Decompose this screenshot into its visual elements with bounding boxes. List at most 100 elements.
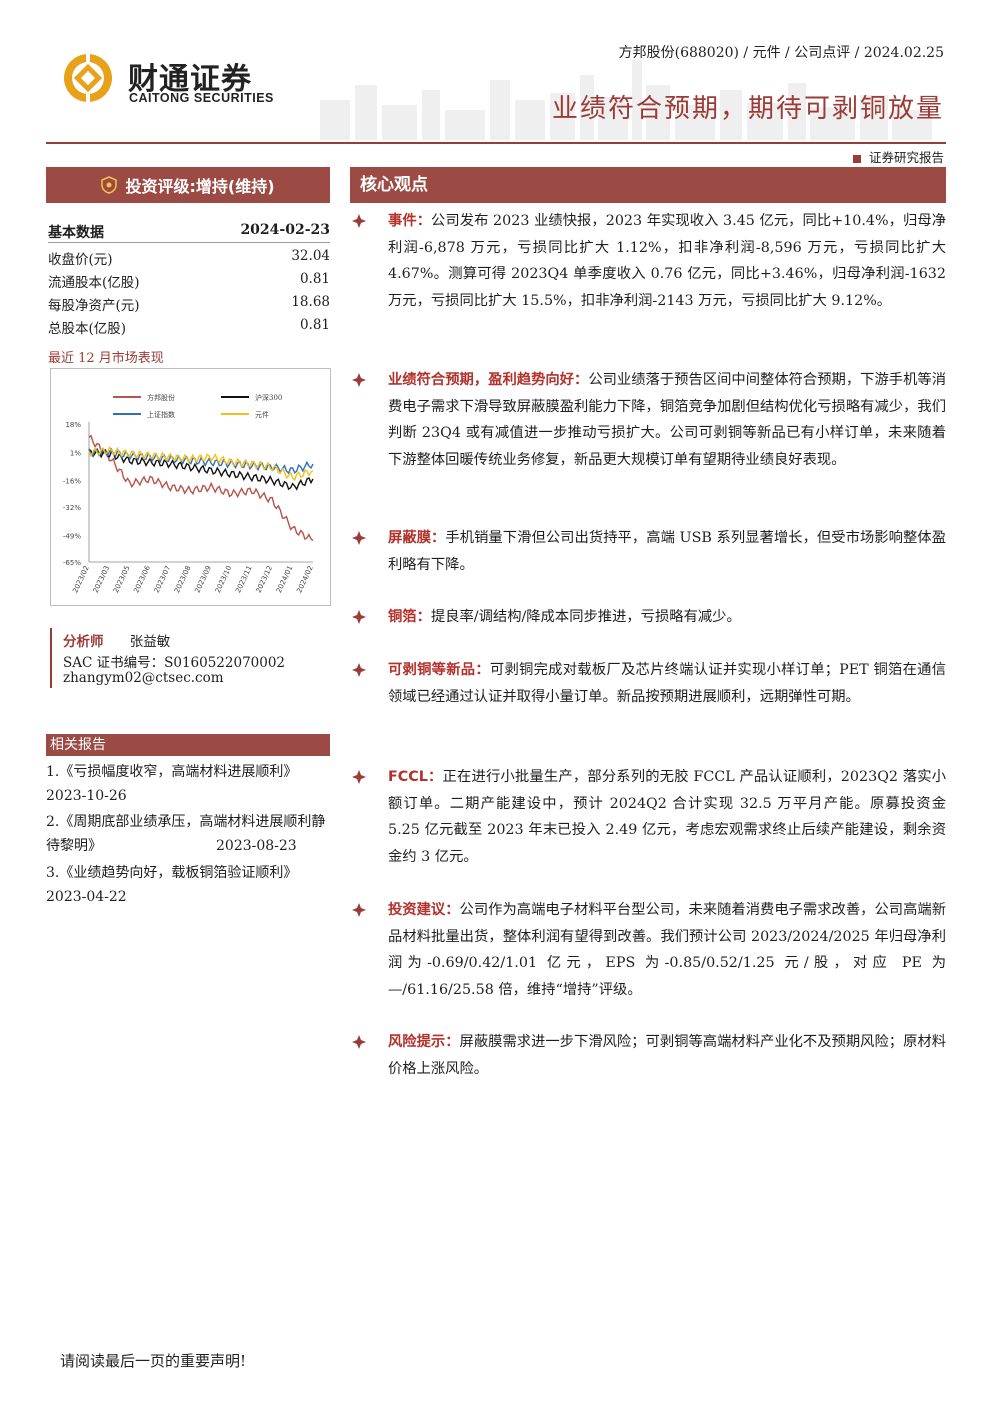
x-tick-label: 2023/12 bbox=[255, 564, 275, 594]
analyst-name-line: 分析师 张益敏 bbox=[63, 630, 170, 650]
related-report-date: 2023-08-23 bbox=[216, 838, 297, 854]
analyst-email[interactable]: zhangym02@ctsec.com bbox=[63, 670, 224, 686]
report-headline: 业绩符合预期，期待可剥铜放量 bbox=[551, 94, 944, 124]
core-point: 屏蔽膜：手机销量下滑但公司出货持平，高端 USB 系列显著增长，但受市场影响整体… bbox=[352, 525, 946, 578]
basic-data-row: 流通股本(亿股) 0.81 bbox=[48, 271, 330, 291]
core-point: 投资建议：公司作为高端电子材料平台型公司，未来随着消费电子需求改善，公司高端新品… bbox=[352, 897, 946, 1003]
diamond-bullet-icon bbox=[352, 531, 366, 545]
diamond-bullet-icon bbox=[352, 663, 366, 677]
series-line bbox=[88, 447, 314, 491]
report-type: 证券研究报告 bbox=[852, 147, 944, 166]
series-line bbox=[88, 434, 314, 541]
analyst-role: 分析师 bbox=[63, 634, 104, 650]
row-label: 总股本(亿股) bbox=[48, 321, 127, 337]
series-line bbox=[88, 445, 314, 482]
related-report-title: 3.《业绩趋势向好，载板铜箔验证顺利》 bbox=[46, 865, 298, 881]
y-tick-label: 1% bbox=[70, 449, 81, 457]
logo-text-cn: 财通证券 bbox=[128, 62, 252, 97]
x-tick-label: 2023/06 bbox=[132, 564, 152, 594]
diamond-bullet-icon bbox=[352, 214, 366, 228]
related-report-title: 2.《周期底部业绩承压，高端材料进展顺利静待黎明》 bbox=[46, 814, 326, 854]
x-tick-label: 2023/09 bbox=[193, 564, 213, 594]
related-reports-header: 相关报告 bbox=[46, 734, 330, 756]
core-point: 可剥铜等新品：可剥铜完成对载板厂及芯片终端认证并实现小样订单；PET 铜箔在通信… bbox=[352, 657, 946, 710]
core-point: 业绩符合预期，盈利趋势向好：公司业绩落于预告区间中间整体符合预期，下游手机等消费… bbox=[352, 367, 946, 473]
diamond-bullet-icon bbox=[352, 610, 366, 624]
basic-data-row: 总股本(亿股) 0.81 bbox=[48, 317, 330, 337]
point-text: 正在进行小批量生产，部分系列的无胶 FCCL 产品认证顺利，2023Q2 落实小… bbox=[388, 769, 946, 865]
related-report-date: 2023-10-26 bbox=[46, 788, 127, 804]
point-label: 可剥铜等新品： bbox=[388, 662, 490, 678]
x-tick-label: 2023/10 bbox=[214, 564, 234, 594]
row-label: 流通股本(亿股) bbox=[48, 275, 140, 291]
related-report-item[interactable]: 3.《业绩趋势向好，载板铜箔验证顺利》 2023-04-22 bbox=[46, 861, 336, 909]
square-bullet-icon bbox=[852, 154, 861, 163]
row-value: 0.81 bbox=[299, 317, 330, 333]
row-label: 收盘价(元) bbox=[48, 252, 113, 268]
core-point: FCCL：正在进行小批量生产，部分系列的无胶 FCCL 产品认证顺利，2023Q… bbox=[352, 764, 946, 870]
point-label: 投资建议： bbox=[388, 902, 460, 918]
legend-label: 上证指数 bbox=[147, 410, 175, 419]
legend-label: 方邦股份 bbox=[147, 393, 175, 402]
x-tick-label: 2023/08 bbox=[173, 564, 193, 594]
row-value: 0.81 bbox=[299, 271, 330, 287]
logo-text-en: CAITONG SECURITIES bbox=[129, 91, 274, 105]
diamond-bullet-icon bbox=[352, 1035, 366, 1049]
point-text: 公司业绩落于预告区间中间整体符合预期，下游手机等消费电子需求下滑导致屏蔽膜盈利能… bbox=[388, 372, 946, 468]
basic-data-row: 每股净资产(元) 18.68 bbox=[48, 294, 330, 314]
x-tick-label: 2023/05 bbox=[112, 564, 132, 594]
analyst-sac: SAC 证书编号：S0160522070002 bbox=[63, 655, 286, 671]
related-report-date: 2023-04-22 bbox=[46, 889, 127, 905]
legend-label: 沪深300 bbox=[255, 393, 282, 402]
diamond-bullet-icon bbox=[352, 770, 366, 784]
point-text: 手机销量下滑但公司出货持平，高端 USB 系列显著增长，但受市场影响整体盈利略有… bbox=[388, 530, 946, 573]
analyst-name: 张益敏 bbox=[129, 634, 171, 650]
related-report-title: 1.《亏损幅度收窄，高端材料进展顺利》 bbox=[46, 764, 298, 780]
core-point: 风险提示：屏蔽膜需求进一步下滑风险；可剥铜等高端材料产业化不及预期风险；原材料价… bbox=[352, 1029, 946, 1082]
point-label: 事件： bbox=[388, 213, 432, 229]
report-meta: 方邦股份(688020) / 元件 / 公司点评 / 2024.02.25 bbox=[618, 45, 944, 61]
basic-data-divider bbox=[48, 242, 330, 243]
y-tick-label: -49% bbox=[63, 532, 81, 540]
y-tick-label: -32% bbox=[63, 504, 81, 512]
point-label: 铜箔： bbox=[388, 609, 431, 625]
related-report-item[interactable]: 1.《亏损幅度收窄，高端材料进展顺利》 2023-10-26 bbox=[46, 760, 336, 808]
report-type-label: 证券研究报告 bbox=[868, 150, 944, 165]
basic-data-row: 收盘价(元) 32.04 bbox=[48, 248, 330, 268]
basic-data-title: 基本数据 bbox=[48, 225, 104, 241]
x-tick-label: 2024/01 bbox=[275, 564, 295, 594]
point-label: 屏蔽膜： bbox=[388, 530, 446, 546]
row-label: 每股净资产(元) bbox=[48, 298, 140, 314]
row-value: 32.04 bbox=[291, 248, 330, 264]
basic-data-date: 2024-02-23 bbox=[240, 222, 330, 238]
row-value: 18.68 bbox=[291, 294, 330, 310]
x-tick-label: 2023/03 bbox=[92, 564, 112, 594]
point-text: 可剥铜完成对载板厂及芯片终端认证并实现小样订单；PET 铜箔在通信领域已经通过认… bbox=[388, 662, 947, 705]
related-report-item[interactable]: 2.《周期底部业绩承压，高端材料进展顺利静待黎明》2023-08-23 bbox=[46, 810, 336, 858]
basic-data-header: 基本数据 2024-02-23 bbox=[48, 222, 330, 242]
shield-icon bbox=[101, 176, 118, 194]
point-label: FCCL： bbox=[388, 769, 443, 785]
caitong-logo-icon bbox=[64, 54, 112, 102]
y-tick-label: -16% bbox=[63, 478, 81, 486]
city-skyline-watermark bbox=[320, 60, 932, 140]
diamond-bullet-icon bbox=[352, 373, 366, 387]
market-performance-title: 最近 12 月市场表现 bbox=[48, 351, 164, 366]
point-text: 公司作为高端电子材料平台型公司，未来随着消费电子需求改善，公司高端新品材料批量出… bbox=[388, 902, 947, 998]
core-view-header: 核心观点 bbox=[350, 167, 946, 203]
x-tick-label: 2024/02 bbox=[295, 564, 315, 594]
point-text: 公司发布 2023 业绩快报，2023 年实现收入 3.45 亿元，同比+10.… bbox=[388, 213, 946, 309]
y-tick-label: -65% bbox=[63, 559, 81, 567]
footer-disclaimer: 请阅读最后一页的重要声明! bbox=[60, 1352, 247, 1370]
header-divider bbox=[46, 142, 946, 144]
x-tick-label: 2023/07 bbox=[153, 564, 173, 594]
point-label: 风险提示： bbox=[388, 1034, 460, 1050]
x-tick-label: 2023/02 bbox=[71, 564, 91, 594]
x-tick-label: 2023/11 bbox=[234, 564, 254, 594]
rating-banner: 投资评级:增持(维持) bbox=[46, 167, 330, 203]
point-text: 屏蔽膜需求进一步下滑风险；可剥铜等高端材料产业化不及预期风险；原材料价格上涨风险… bbox=[388, 1034, 947, 1077]
legend-label: 元件 bbox=[255, 410, 269, 419]
analyst-accent-bar bbox=[50, 628, 52, 688]
